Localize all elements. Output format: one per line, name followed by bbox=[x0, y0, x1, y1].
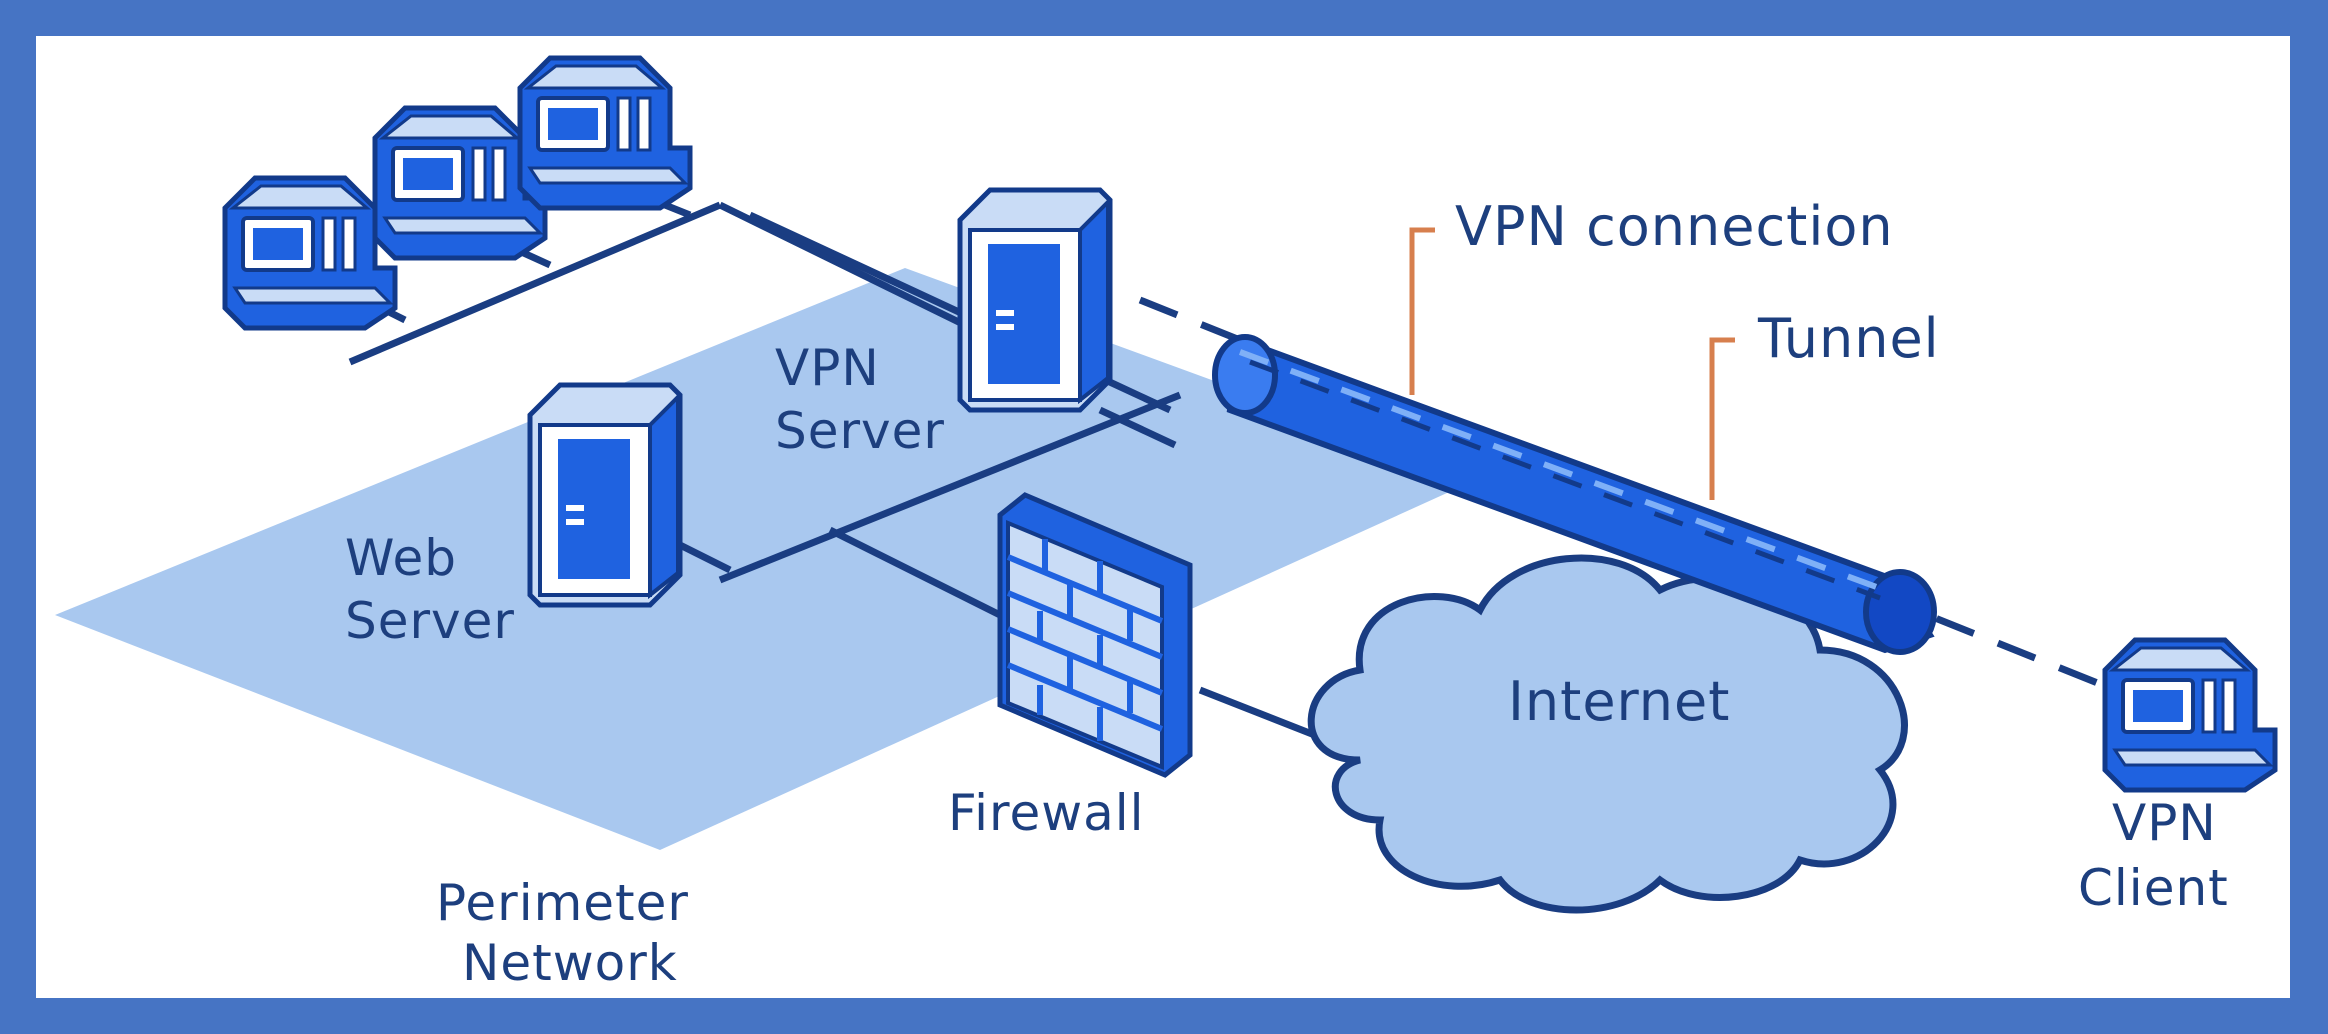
tunnel-icon bbox=[1212, 334, 1937, 655]
workstation-1-icon bbox=[225, 178, 395, 328]
perimeter-network-label-line2: Network bbox=[462, 934, 678, 992]
web-server-label-line1: Web bbox=[345, 529, 457, 587]
vpn-server-icon bbox=[960, 190, 1110, 410]
web-server-icon bbox=[530, 385, 680, 605]
workstation-3-icon bbox=[520, 58, 690, 208]
vpn-server-label-line1: VPN bbox=[775, 339, 880, 397]
vpn-server-label-line2: Server bbox=[775, 402, 945, 460]
internet-cloud-icon bbox=[1307, 554, 1908, 914]
tunnel-label: Tunnel bbox=[1757, 307, 1940, 370]
firewall-label: Firewall bbox=[948, 784, 1145, 842]
internet-label: Internet bbox=[1508, 670, 1730, 733]
vpn-client-icon bbox=[2105, 640, 2275, 790]
callout-leaders bbox=[1409, 227, 1735, 500]
vpn-client-label-line1: VPN bbox=[2112, 794, 2217, 852]
vpn-connection-label: VPN connection bbox=[1455, 195, 1894, 258]
web-server-label-line2: Server bbox=[345, 592, 515, 650]
perimeter-network-label-line1: Perimeter bbox=[436, 874, 689, 932]
vpn-client-label-line2: Client bbox=[2078, 859, 2229, 917]
firewall-icon bbox=[997, 492, 1193, 778]
